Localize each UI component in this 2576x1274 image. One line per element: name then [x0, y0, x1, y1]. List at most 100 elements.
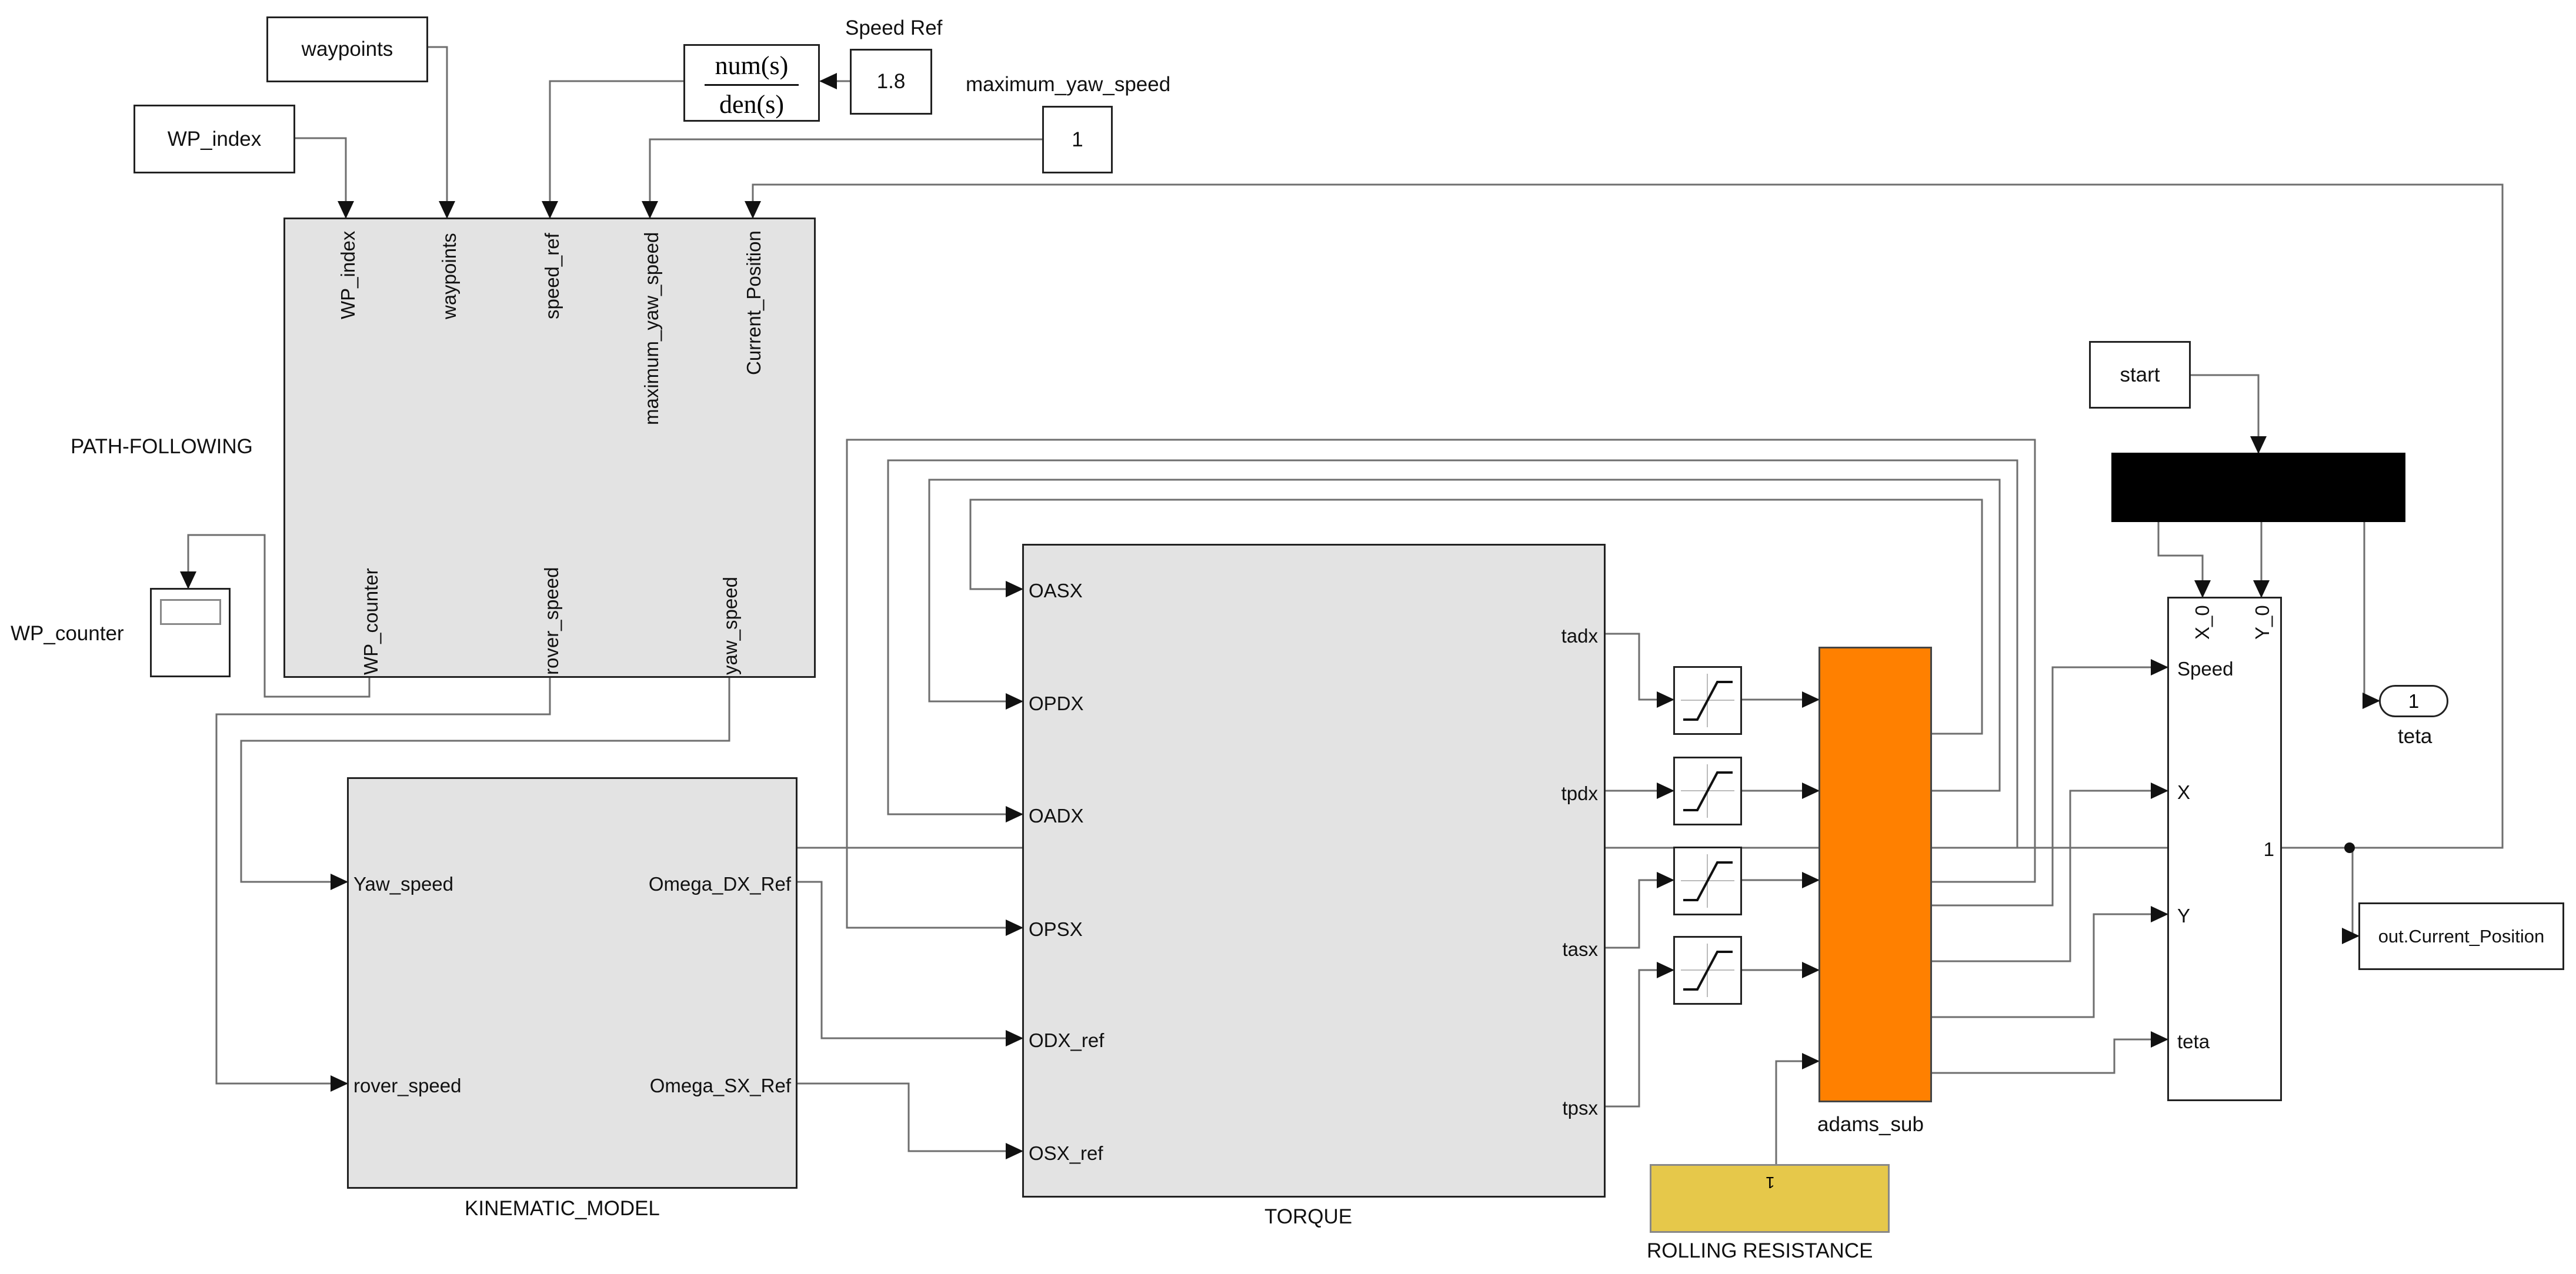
pf-out-yaw-speed: yaw_speed	[719, 577, 741, 675]
wp-index-constant[interactable]: WP_index	[134, 105, 295, 173]
pos-out-1: 1	[2263, 838, 2274, 860]
speed-ref-value: 1.8	[876, 70, 906, 93]
pos-in-teta: teta	[2177, 1031, 2210, 1052]
wp-counter-display-label: WP_counter	[11, 622, 124, 645]
tq-out-tadx: tadx	[1561, 625, 1598, 647]
tf-fraction-bar	[705, 84, 799, 86]
current-position-to-workspace[interactable]: out.Current_Position	[2358, 902, 2564, 970]
start-label: start	[2120, 363, 2160, 386]
wire-omega-sx	[798, 1082, 1023, 1159]
pos-in-speed: Speed	[2177, 658, 2234, 680]
pf-in-wp-index: WP_index	[337, 230, 359, 319]
saturation-block-2[interactable]	[1673, 757, 1742, 825]
rolling-resistance-title: ROLLING RESISTANCE	[1647, 1239, 1873, 1262]
km-in-rover-speed: rover_speed	[353, 1075, 462, 1096]
pf-in-max-yaw: maximum_yaw_speed	[640, 232, 662, 425]
teta-outport-label: teta	[2398, 725, 2432, 748]
speed-ref-title: Speed Ref	[845, 16, 943, 39]
speed-ref-constant[interactable]: 1.8	[850, 49, 932, 115]
tq-out-tpsx: tpsx	[1562, 1097, 1598, 1119]
wire-fb-oasx	[969, 499, 1983, 735]
wire-start	[2191, 374, 2267, 454]
path-following-title: PATH-FOLLOWING	[71, 435, 253, 458]
adams-sub-block[interactable]	[1818, 647, 1932, 1102]
wire-fb-opdx	[928, 479, 2001, 792]
wp-counter-display[interactable]	[150, 588, 231, 677]
kinematic-model-subsystem[interactable]: Yaw_speed rover_speed Omega_DX_Ref Omega…	[347, 777, 798, 1189]
wire-x	[1932, 783, 2168, 962]
wire-roverspeed	[215, 676, 551, 1092]
pf-in-waypoints: waypoints	[438, 233, 460, 319]
masked-black-block[interactable]	[2111, 453, 2405, 522]
wire-omega-dx	[798, 881, 1023, 1046]
torque-title: TORQUE	[1264, 1205, 1353, 1228]
kinematic-model-title: KINEMATIC_MODEL	[465, 1197, 660, 1220]
wire-speed	[1932, 659, 2168, 907]
wire-fb-oadx	[887, 459, 2018, 849]
max-yaw-value: 1	[1072, 128, 1083, 151]
junction-dot	[2344, 842, 2355, 853]
tq-in-opdx: OPDX	[1029, 693, 1084, 714]
teta-outport-number: 1	[2408, 690, 2420, 712]
km-out-omega-sx: Omega_SX_Ref	[649, 1075, 791, 1096]
start-constant[interactable]: start	[2089, 341, 2191, 409]
max-yaw-constant[interactable]: 1	[1042, 106, 1113, 173]
tq-in-oasx: OASX	[1029, 580, 1083, 601]
wire-tasx	[1604, 872, 1674, 949]
wire-fb-opsx	[846, 439, 2036, 936]
tf-denominator: den(s)	[719, 90, 784, 119]
tf-numerator: num(s)	[715, 51, 789, 80]
waypoints-label: waypoints	[301, 38, 393, 61]
saturation-icon	[1681, 854, 1734, 908]
wire-speedref	[542, 80, 683, 219]
wp-index-label: WP_index	[167, 127, 262, 151]
saturation-icon	[1681, 944, 1734, 997]
saturation-icon	[1681, 764, 1734, 818]
pos-in-x0: X_0	[2191, 605, 2213, 640]
km-in-yaw-speed: Yaw_speed	[353, 873, 454, 895]
torque-subsystem[interactable]: OASX OPDX OADX OPSX ODX_ref OSX_ref tadx…	[1022, 544, 1606, 1198]
wire-maxyaw	[642, 138, 1042, 219]
rolling-resistance-constant[interactable]: 1	[1650, 1164, 1890, 1233]
pf-out-rover-speed: rover_speed	[540, 567, 562, 675]
pos-in-y0: Y_0	[2251, 605, 2273, 640]
tq-out-tpdx: tpdx	[1561, 783, 1598, 804]
saturation-block-1[interactable]	[1673, 666, 1742, 735]
wire-teta	[1932, 1031, 2168, 1074]
wire-rolling-adams	[1775, 1053, 1820, 1164]
wire-wpindex	[295, 137, 354, 219]
wire-yawspeed	[240, 676, 730, 890]
saturation-block-4[interactable]	[1673, 936, 1742, 1005]
path-following-subsystem[interactable]: WP_index waypoints speed_ref maximum_yaw…	[283, 218, 816, 678]
wire-x0	[2157, 522, 2211, 598]
pos-in-y: Y	[2177, 905, 2191, 927]
pf-out-wp-counter: WP_counter	[360, 568, 382, 675]
position-integrator-block[interactable]: X_0 Y_0 Speed X Y teta 1	[2167, 597, 2282, 1101]
wire-teta-out	[2363, 522, 2380, 709]
wire-tpsx	[1604, 962, 1674, 1108]
tq-in-osx-ref: OSX_ref	[1029, 1142, 1103, 1164]
wire-waypoints	[428, 46, 455, 219]
wire-y	[1932, 906, 2168, 1018]
adams-sub-title: adams_sub	[1817, 1113, 1924, 1136]
wire-wpcounter	[180, 534, 371, 698]
tq-out-tasx: tasx	[1562, 938, 1598, 960]
current-position-label: out.Current_Position	[2378, 925, 2545, 947]
tq-in-odx-ref: ODX_ref	[1029, 1029, 1105, 1051]
pf-in-speed-ref: speed_ref	[541, 233, 563, 319]
tq-in-opsx: OPSX	[1029, 918, 1083, 940]
km-out-omega-dx: Omega_DX_Ref	[648, 873, 791, 895]
tq-in-oadx: OADX	[1029, 805, 1084, 827]
wire-tadx	[1604, 633, 1674, 708]
wire-current-pos-out	[2342, 848, 2360, 944]
saturation-block-3[interactable]	[1673, 847, 1742, 915]
pf-in-current-position: Current_Position	[743, 230, 765, 375]
max-yaw-title: maximum_yaw_speed	[966, 73, 1171, 96]
teta-outport[interactable]: 1	[2379, 685, 2448, 717]
pos-in-x: X	[2177, 781, 2191, 803]
transfer-function-block[interactable]: num(s) den(s)	[683, 44, 820, 122]
waypoints-constant[interactable]: waypoints	[266, 16, 428, 82]
display-screen	[160, 599, 221, 625]
saturation-icon	[1681, 674, 1734, 727]
